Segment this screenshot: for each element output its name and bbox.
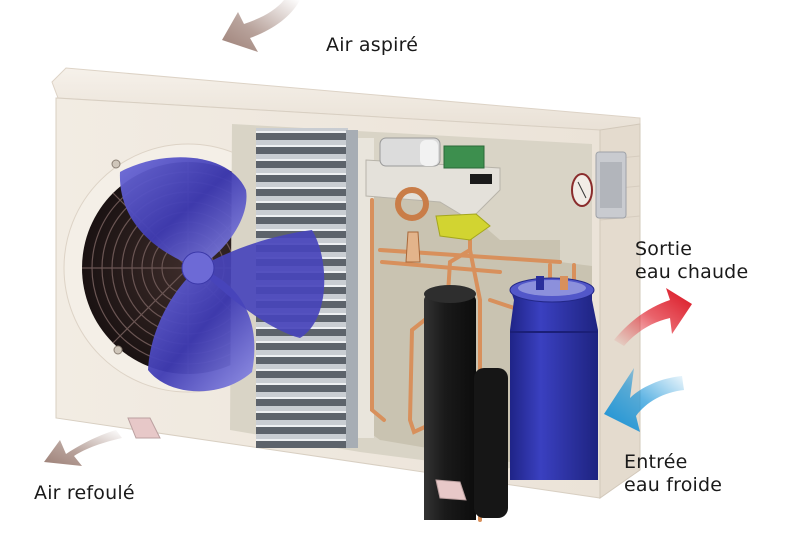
air-in-arrow [222, 0, 300, 52]
hot-water-out-line1: Sortie [635, 238, 693, 260]
cold-water-in-label: Entrée eau froide [624, 451, 722, 497]
cold-water-in-line2: eau froide [624, 474, 723, 496]
fan-blades [119, 157, 325, 392]
control-board [443, 145, 485, 169]
hot-water-out-line2: eau chaude [635, 261, 749, 283]
foot-left [127, 417, 161, 439]
cold-water-in-line1: Entrée [624, 451, 688, 473]
expansion-valve [405, 231, 421, 263]
capillary-coil [395, 187, 429, 221]
hot-water-out-label: Sortie eau chaude [635, 238, 748, 284]
foot-right [435, 479, 467, 501]
air-in-label: Air aspiré [326, 34, 419, 56]
four-way-valve [435, 213, 491, 241]
air-out-arrow [44, 430, 122, 466]
heat-exchanger [509, 276, 598, 480]
compressor [424, 290, 476, 520]
cold-water-arrow [604, 368, 684, 432]
hot-water-arrow [614, 288, 692, 346]
air-out-label: Air refoulé [34, 482, 135, 504]
